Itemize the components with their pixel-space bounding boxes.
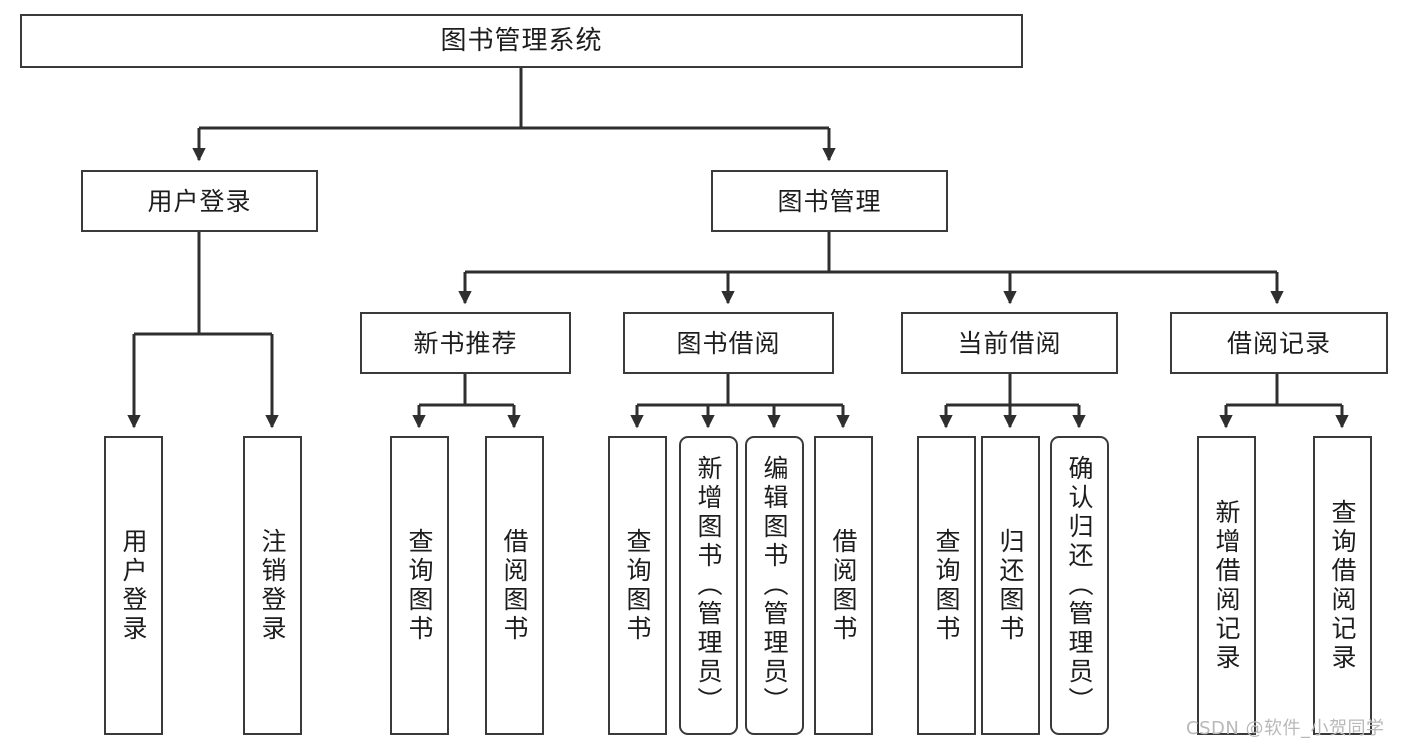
node-user-login-label: 用户登录 <box>147 186 252 216</box>
node-current-borrow[interactable]: 当前借阅 <box>901 312 1118 374</box>
node-leaf-query-book-recommend-label: 查询图书 <box>405 527 434 644</box>
node-leaf-add-borrow-record-label: 新增借阅记录 <box>1212 498 1241 673</box>
node-leaf-borrow-book-label: 借阅图书 <box>829 527 858 644</box>
node-leaf-edit-book-admin[interactable]: 编辑图书（管理员） <box>745 436 804 735</box>
node-borrow-record-label: 借阅记录 <box>1226 328 1331 358</box>
node-leaf-return-book[interactable]: 归还图书 <box>981 436 1040 735</box>
node-leaf-query-book-current[interactable]: 查询图书 <box>917 436 976 735</box>
node-root[interactable]: 图书管理系统 <box>20 14 1023 68</box>
node-leaf-logout-label: 注销登录 <box>258 527 287 644</box>
node-leaf-user-login-label: 用户登录 <box>119 527 148 644</box>
node-leaf-user-login[interactable]: 用户登录 <box>104 436 163 735</box>
node-leaf-borrow-book-recommend[interactable]: 借阅图书 <box>485 436 544 735</box>
node-leaf-borrow-book[interactable]: 借阅图书 <box>814 436 873 735</box>
node-leaf-confirm-return-admin[interactable]: 确认归还（管理员） <box>1050 436 1109 735</box>
node-leaf-query-borrow-record[interactable]: 查询借阅记录 <box>1313 436 1372 735</box>
node-leaf-borrow-book-recommend-label: 借阅图书 <box>500 527 529 644</box>
node-book-borrow-label: 图书借阅 <box>676 328 781 358</box>
node-book-management-label: 图书管理 <box>777 186 882 216</box>
node-new-book-recommend-label: 新书推荐 <box>413 328 518 358</box>
node-leaf-add-book-admin[interactable]: 新增图书（管理员） <box>679 436 738 735</box>
node-leaf-query-book-borrow-label: 查询图书 <box>623 527 652 644</box>
node-leaf-add-book-admin-label: 新增图书（管理员） <box>694 455 723 716</box>
node-root-label: 图书管理系统 <box>440 26 603 56</box>
node-user-login[interactable]: 用户登录 <box>81 170 318 232</box>
node-book-management[interactable]: 图书管理 <box>711 170 948 232</box>
node-leaf-query-book-recommend[interactable]: 查询图书 <box>390 436 449 735</box>
node-leaf-query-book-current-label: 查询图书 <box>932 527 961 644</box>
node-leaf-confirm-return-admin-label: 确认归还（管理员） <box>1065 455 1094 716</box>
node-leaf-add-borrow-record[interactable]: 新增借阅记录 <box>1197 436 1256 735</box>
node-borrow-record[interactable]: 借阅记录 <box>1170 312 1388 374</box>
csdn-watermark: CSDN @软件_小贺同学 <box>1186 718 1385 739</box>
node-leaf-query-borrow-record-label: 查询借阅记录 <box>1328 498 1357 673</box>
node-leaf-edit-book-admin-label: 编辑图书（管理员） <box>760 455 789 716</box>
node-current-borrow-label: 当前借阅 <box>957 328 1062 358</box>
node-new-book-recommend[interactable]: 新书推荐 <box>360 312 571 374</box>
node-leaf-query-book-borrow[interactable]: 查询图书 <box>608 436 667 735</box>
node-book-borrow[interactable]: 图书借阅 <box>623 312 834 374</box>
node-leaf-logout[interactable]: 注销登录 <box>243 436 302 735</box>
node-leaf-return-book-label: 归还图书 <box>996 527 1025 644</box>
